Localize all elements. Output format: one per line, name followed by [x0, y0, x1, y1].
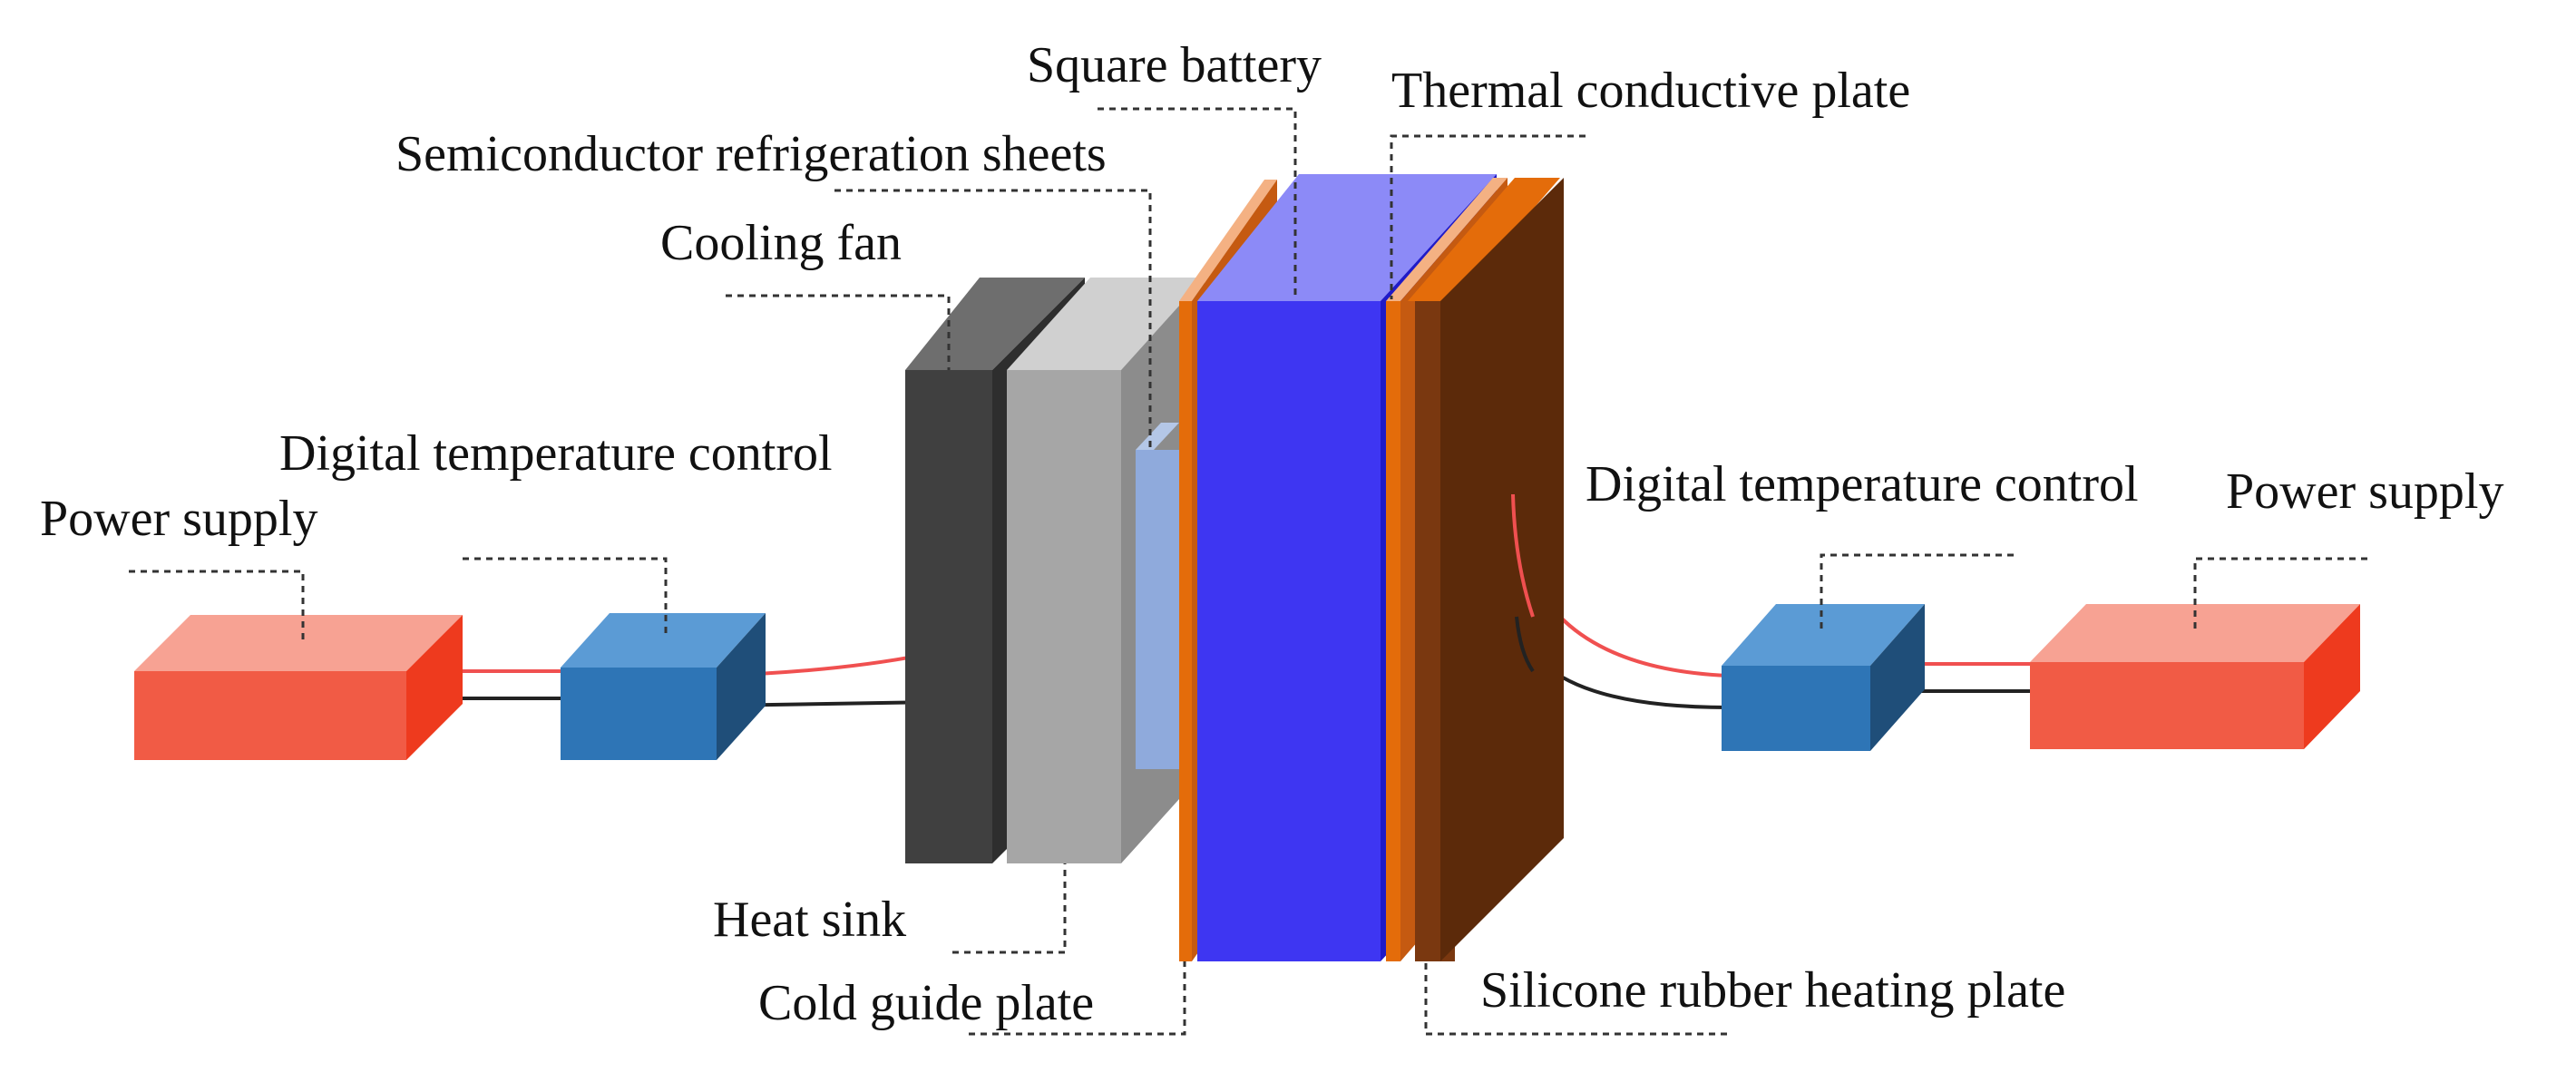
semiconductor-sheet-front — [1136, 450, 1179, 769]
controller-right-top — [1722, 604, 1925, 666]
controller-left-side — [717, 613, 766, 760]
leader-thermal-conductive-plate — [1390, 134, 1586, 299]
leader-silicone-heating-plate — [1424, 961, 1727, 1036]
semiconductor-sheet — [1136, 423, 1179, 769]
labels: Square battery Thermal conductive plate … — [40, 37, 2503, 1031]
label-power-supply-right: Power supply — [2226, 463, 2503, 520]
controller-right-front — [1722, 666, 1870, 751]
leader-cold-guide-plate — [969, 961, 1186, 1036]
controller-right — [1722, 604, 1925, 751]
thermal-conductive-plate-top — [1386, 178, 1508, 301]
controller-left — [561, 613, 766, 760]
controller-left-front — [561, 668, 717, 760]
leader-digital-temp-left — [463, 557, 668, 635]
thermal-conductive-plate-front — [1386, 301, 1400, 961]
square-battery-top — [1197, 174, 1497, 301]
label-digital-temp-right: Digital temperature control — [1586, 456, 2139, 512]
label-digital-temp-left: Digital temperature control — [279, 425, 833, 482]
label-square-battery: Square battery — [1027, 37, 1322, 93]
wire-red-right-heater-tail — [1511, 493, 1535, 618]
label-power-supply-left: Power supply — [40, 491, 317, 547]
wire-black-right-heater-tail — [1515, 616, 1535, 673]
leader-cooling-fan — [726, 294, 951, 370]
semiconductor-sheet-top — [1136, 423, 1179, 450]
label-silicone-heating-plate: Silicone rubber heating plate — [1480, 962, 2065, 1019]
label-cold-guide-plate: Cold guide plate — [758, 975, 1094, 1031]
label-semiconductor-sheets: Semiconductor refrigeration sheets — [395, 126, 1107, 182]
power-supply-right-front — [2030, 662, 2304, 749]
heat-sink-top — [1007, 278, 1205, 370]
controller-right-side — [1870, 604, 1925, 751]
heat-sink-front — [1007, 370, 1121, 863]
leader-lines — [129, 107, 2367, 1036]
power-supply-left-side — [406, 615, 463, 760]
label-thermal-conductive-plate: Thermal conductive plate — [1391, 63, 1910, 119]
leader-semiconductor-sheets — [834, 189, 1152, 450]
controller-left-top — [561, 613, 766, 668]
silicone-heating-plate-side — [1440, 178, 1564, 961]
leader-square-battery — [1098, 107, 1297, 299]
power-supply-right-side — [2304, 604, 2360, 749]
cold-guide-plate-top — [1179, 180, 1277, 301]
power-supply-left — [134, 615, 463, 760]
label-heat-sink: Heat sink — [713, 892, 906, 948]
silicone-heating-plate-top — [1408, 178, 1560, 301]
power-supply-left-top — [134, 615, 463, 671]
power-supply-right-top — [2030, 604, 2360, 662]
power-supply-right — [2030, 604, 2360, 749]
leader-heat-sink — [952, 863, 1067, 954]
cooling-fan-front — [905, 370, 992, 863]
label-cooling-fan: Cooling fan — [660, 215, 902, 271]
cold-guide-plate-front — [1179, 301, 1192, 961]
leader-digital-temp-right — [1820, 553, 2014, 633]
square-battery-front — [1197, 301, 1381, 961]
silicone-heating-plate — [1408, 178, 1564, 961]
power-supply-left-front — [134, 671, 406, 760]
